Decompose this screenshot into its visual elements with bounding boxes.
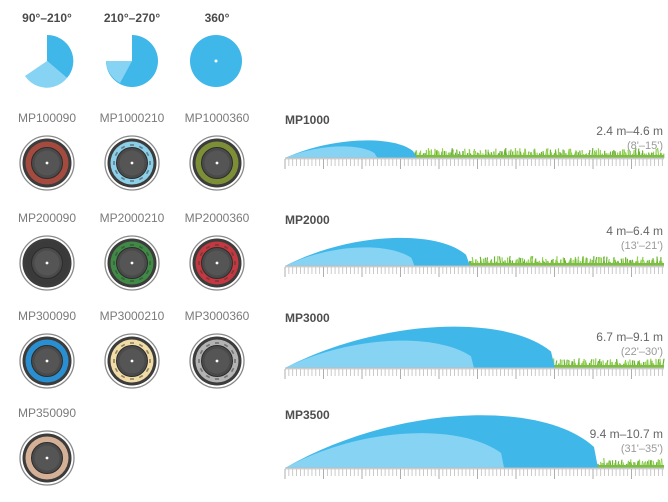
spray-diagram [284,237,664,277]
range-metric: 6.7 m–9.1 m [596,330,663,344]
distance-ruler [284,157,664,169]
model-label: MP100090 [17,111,77,125]
grass [590,457,664,469]
arc-header-360: 360° [204,11,230,25]
arc-360-icon [190,35,242,87]
series-title: MP3500 [285,408,330,422]
range-text: 9.4 m–10.7 m (31'–35') [553,427,663,457]
range-text: 4 m–6.4 m (13'–21') [553,224,663,254]
nozzle-mp3000210-icon [104,333,160,389]
series-title: MP1000 [285,113,330,127]
model-label: MP3000210 [99,309,165,323]
grass [410,147,665,159]
grass [547,358,665,369]
series-title: MP3000 [285,311,330,325]
grass [463,255,664,267]
arc-90-210-icon [25,34,74,88]
range-metric: 2.4 m–4.6 m [596,124,663,138]
nozzle-mp300090-icon [19,333,75,389]
model-label: MP2000210 [99,211,165,225]
spray-inner [285,247,415,266]
model-label: MP1000360 [184,111,250,125]
range-metric: 9.4 m–10.7 m [589,427,663,441]
nozzle-mp350090-icon [19,430,75,486]
spray-diagram [284,415,664,479]
nozzle-mp100090-icon [19,135,75,191]
model-label: MP3000360 [184,309,250,323]
nozzle-mp200090-icon [19,235,75,291]
range-feet: (31'–35') [620,443,663,455]
nozzle-mp2000210-icon [104,235,160,291]
spray-diagram [284,140,665,169]
range-feet: (22'–30') [620,346,663,358]
spray-inner [285,340,474,368]
range-metric: 4 m–6.4 m [606,224,663,238]
nozzle-mp1000210-icon [104,135,160,191]
nozzle-mp3000360-icon [189,333,245,389]
series-title: MP2000 [285,213,330,227]
model-label: MP200090 [17,211,77,225]
spray-diagram [284,326,665,379]
range-text: 6.7 m–9.1 m (22'–30') [553,330,663,360]
distance-ruler [284,467,664,479]
model-label: MP300090 [17,309,77,323]
spray-inner [285,146,378,158]
arc-header-210-270: 210°–270° [103,11,161,25]
arc-header-90-210: 90°–210° [22,11,72,25]
distance-ruler [284,265,664,277]
range-text: 2.4 m–4.6 m(8'–15') [553,124,663,154]
model-label: MP2000360 [184,211,250,225]
model-label: MP1000210 [99,111,165,125]
model-label: MP350090 [17,406,77,420]
spray-inner [285,433,505,468]
nozzle-mp1000360-icon [189,135,245,191]
distance-ruler [284,367,664,379]
nozzle-mp2000360-icon [189,235,245,291]
arc-210-270-icon [106,35,158,87]
range-feet: (13'–21') [620,240,663,252]
